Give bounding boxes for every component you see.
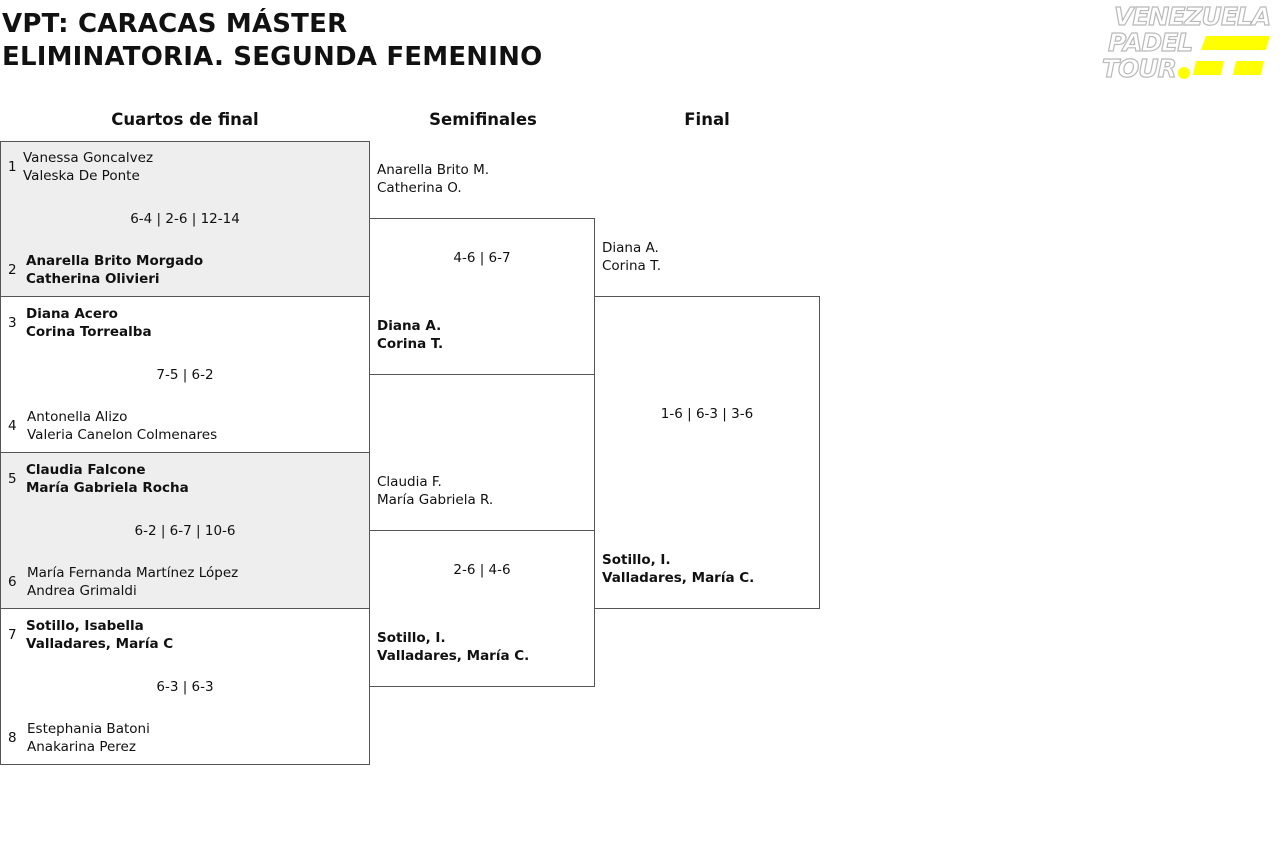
player-name: Anakarina Perez	[27, 739, 136, 755]
player-name: Antonella Alizo	[27, 409, 128, 425]
player-name-winner: Diana Acero	[26, 306, 118, 322]
player-name: Diana A.	[602, 240, 659, 256]
player-name-winner: Claudia Falcone	[26, 462, 146, 478]
player-name: Vanessa Goncalvez	[23, 150, 154, 166]
logo-text-line2: PADEL	[1107, 28, 1193, 57]
player-name: Corina T.	[602, 258, 662, 274]
player-name-winner: Corina Torrealba	[26, 324, 152, 340]
logo-accent-shapes	[1178, 36, 1270, 79]
match-score: 6-2 | 6-7 | 10-6	[134, 523, 236, 539]
seed-number: 3	[8, 315, 17, 331]
column-header-quarterfinals: Cuartos de final	[111, 110, 259, 129]
player-name-winner: Catherina Olivieri	[26, 271, 160, 287]
player-name-winner: Sotillo, I.	[602, 552, 671, 568]
player-name: María Gabriela R.	[377, 492, 494, 508]
match-score: 4-6 | 6-7	[453, 250, 511, 266]
match-box-quarterfinal-1	[0, 141, 370, 297]
seed-number: 2	[8, 262, 17, 278]
player-name: Estephania Batoni	[27, 721, 150, 737]
player-name: Valeska De Ponte	[23, 168, 140, 184]
logo-text-line1: VENEZUELA	[1113, 2, 1271, 31]
player-name-winner: Sotillo, Isabella	[26, 618, 144, 634]
seed-number: 5	[8, 471, 17, 487]
player-name-winner: Corina T.	[377, 336, 444, 352]
seed-number: 6	[8, 574, 17, 590]
venezuela-padel-tour-logo: VENEZUELA PADEL TOUR	[1100, 2, 1278, 82]
player-name: María Fernanda Martínez López	[27, 565, 239, 581]
match-score: 2-6 | 4-6	[453, 562, 511, 578]
match-score: 6-4 | 2-6 | 12-14	[130, 211, 240, 227]
player-name-winner: Valladares, María C	[26, 636, 174, 652]
match-score: 7-5 | 6-2	[156, 367, 214, 383]
player-name: Andrea Grimaldi	[27, 583, 137, 599]
seed-number: 1	[8, 159, 17, 175]
player-name-winner: Valladares, María C.	[602, 570, 755, 586]
player-name: Catherina O.	[377, 180, 462, 196]
player-name-winner: María Gabriela Rocha	[26, 480, 189, 496]
column-header-semifinals: Semifinales	[429, 110, 537, 129]
match-score: 6-3 | 6-3	[156, 679, 214, 695]
player-name: Valeria Canelon Colmenares	[27, 427, 218, 443]
seed-number: 4	[8, 418, 17, 434]
player-name-winner: Sotillo, I.	[377, 630, 446, 646]
player-name-winner: Diana A.	[377, 318, 442, 334]
seed-number: 8	[8, 730, 17, 746]
page-title: VPT: CARACAS MÁSTER	[2, 9, 348, 39]
page-subtitle: ELIMINATORIA. SEGUNDA FEMENINO	[2, 42, 543, 72]
player-name: Anarella Brito M.	[377, 162, 490, 178]
column-header-final: Final	[684, 110, 730, 129]
match-score: 1-6 | 6-3 | 3-6	[660, 406, 754, 422]
match-box-final	[594, 296, 820, 609]
player-name-winner: Anarella Brito Morgado	[26, 253, 204, 269]
player-name: Claudia F.	[377, 474, 442, 490]
seed-number: 7	[8, 627, 17, 643]
logo-text-line3: TOUR	[1101, 54, 1177, 83]
player-name-winner: Valladares, María C.	[377, 648, 530, 664]
